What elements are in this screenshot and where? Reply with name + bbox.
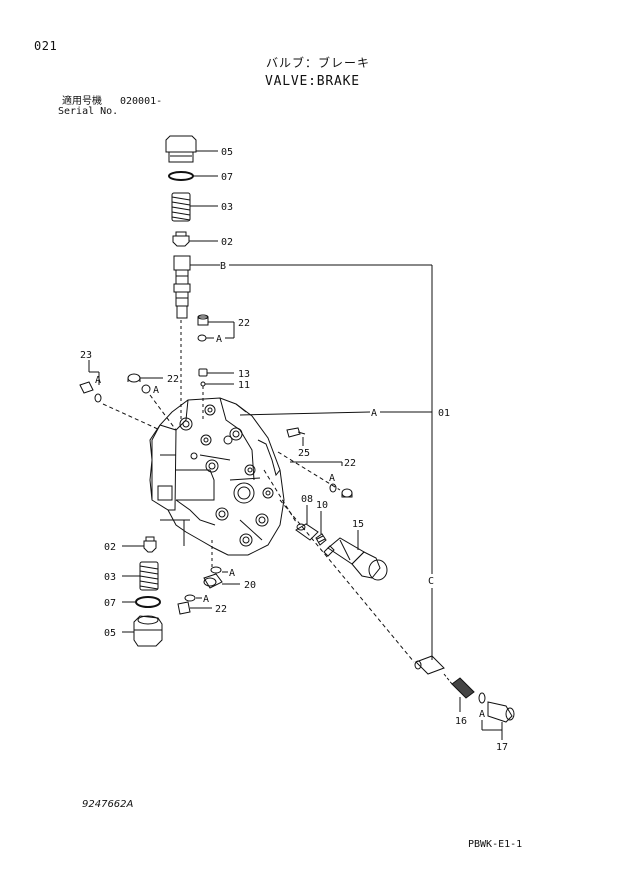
serial-label-english: Serial No. xyxy=(58,106,119,117)
ball-part-11 xyxy=(200,381,206,387)
drawing-number: 9247662A xyxy=(82,799,134,810)
sheet-code: PBWK-E1-1 xyxy=(468,839,523,850)
serial-label-japanese: 適用号機 xyxy=(62,96,102,107)
callout-A-17: A xyxy=(479,709,485,720)
callout-A-right: A xyxy=(329,473,335,484)
sleeve-part-20 xyxy=(203,573,223,589)
callout-A-lower: A xyxy=(203,594,209,605)
callout-07-lower: 07 xyxy=(104,598,116,609)
plug-part-22-right xyxy=(341,488,353,498)
spring-part-10 xyxy=(315,533,327,546)
callout-22-right: 22 xyxy=(344,458,356,469)
plug-part-17 xyxy=(487,701,515,723)
plug-part-22-left xyxy=(127,373,141,383)
plug-part-05 xyxy=(165,135,197,163)
spool-part-B xyxy=(173,255,191,319)
plug-part-13 xyxy=(198,368,208,377)
callout-A-left: A xyxy=(153,385,159,396)
seat-part-02 xyxy=(172,231,190,247)
callout-22-upper: 22 xyxy=(238,318,250,329)
callout-02: 02 xyxy=(221,237,233,248)
callout-15: 15 xyxy=(352,519,364,530)
callout-11: 11 xyxy=(238,380,250,391)
callout-A-23: A xyxy=(95,375,101,386)
title-english: VALVE:BRAKE xyxy=(265,74,360,89)
title-japanese: バルブ：ブレーキ xyxy=(266,56,371,70)
callout-20: 20 xyxy=(244,580,256,591)
callout-A-main: A xyxy=(371,408,377,419)
callout-A-upper: A xyxy=(216,334,222,345)
callout-A-20: A xyxy=(229,568,235,579)
plug-part-23 xyxy=(79,381,94,394)
pin-part-25 xyxy=(286,427,306,438)
o-ring-17 xyxy=(478,692,486,704)
spring-part-16 xyxy=(451,677,475,699)
callout-08: 08 xyxy=(301,494,313,505)
plug-part-05-lower xyxy=(133,615,163,647)
spring-part-03 xyxy=(171,192,191,222)
callout-23: 23 xyxy=(80,350,92,361)
o-ring-23 xyxy=(94,393,102,403)
spring-part-03-lower xyxy=(139,561,159,591)
poppet-part-16 xyxy=(414,655,445,675)
page-number: 021 xyxy=(34,39,58,53)
callout-22-left: 22 xyxy=(167,374,179,385)
o-ring-part-07 xyxy=(168,171,194,181)
callout-C: C xyxy=(428,576,434,587)
o-ring-lower xyxy=(184,594,196,602)
callout-10: 10 xyxy=(316,500,328,511)
o-ring-20 xyxy=(210,566,222,574)
o-ring-left xyxy=(141,384,151,394)
callout-03-lower: 03 xyxy=(104,572,116,583)
callout-13: 13 xyxy=(238,369,250,380)
callout-02-lower: 02 xyxy=(104,542,116,553)
callout-05-lower: 05 xyxy=(104,628,116,639)
plug-part-22-upper xyxy=(197,314,209,326)
callout-07: 07 xyxy=(221,172,233,183)
o-ring-part-07-lower xyxy=(135,596,161,608)
callout-22-lower: 22 xyxy=(215,604,227,615)
callout-03: 03 xyxy=(221,202,233,213)
o-ring-upper xyxy=(197,334,207,342)
sleeve-part-08 xyxy=(295,523,319,541)
valve-body-part-01 xyxy=(149,397,285,556)
cartridge-part-15 xyxy=(323,537,388,581)
callout-B: B xyxy=(220,261,226,272)
callout-01: 01 xyxy=(438,408,450,419)
serial-range: 020001- xyxy=(120,96,163,107)
o-ring-right xyxy=(329,483,337,493)
callout-16: 16 xyxy=(455,716,467,727)
callout-17: 17 xyxy=(496,742,508,753)
seat-part-02-lower xyxy=(143,536,157,553)
callout-05: 05 xyxy=(221,147,233,158)
callout-25: 25 xyxy=(298,448,310,459)
plug-part-22-lower xyxy=(177,601,191,615)
